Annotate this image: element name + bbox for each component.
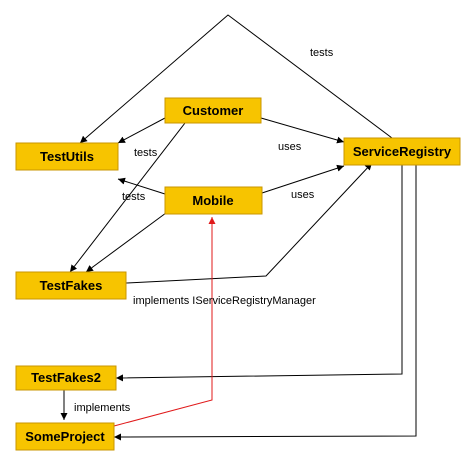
edge-serviceregistry-to-someproject xyxy=(113,165,417,441)
label-uses-customer: uses xyxy=(278,141,302,153)
node-testutils[interactable]: TestUtils xyxy=(15,142,119,171)
edge-testfakes-to-serviceregistry xyxy=(125,162,373,284)
node-someproject[interactable]: SomeProject xyxy=(15,422,115,451)
edge-serviceregistry-to-testfakes2 xyxy=(115,165,403,382)
edge-mobile-tests-testutils xyxy=(117,177,166,195)
node-customer-label: Customer xyxy=(183,103,244,118)
node-customer[interactable]: Customer xyxy=(164,97,262,124)
edge-mobile-tests-testfakes xyxy=(85,209,171,273)
label-uses-mobile: uses xyxy=(291,189,315,201)
node-testfakes[interactable]: TestFakes xyxy=(15,271,127,300)
node-testutils-label: TestUtils xyxy=(40,149,94,164)
node-mobile[interactable]: Mobile xyxy=(164,186,263,215)
edge-someproject-implements-mobile xyxy=(113,217,216,427)
edge-customer-uses-serviceregistry xyxy=(260,117,345,144)
node-serviceregistry-label: ServiceRegistry xyxy=(353,144,452,159)
label-tests-top: tests xyxy=(310,47,334,59)
edge-serviceregistry-tests-testutils xyxy=(79,14,393,144)
label-implements: implements xyxy=(74,402,131,414)
edge-customer-tests-testutils xyxy=(117,117,166,144)
node-testfakes2-label: TestFakes2 xyxy=(31,370,101,385)
node-someproject-label: SomeProject xyxy=(25,429,105,444)
label-tests-customer: tests xyxy=(134,147,158,159)
edge-mobile-uses-serviceregistry xyxy=(261,164,345,194)
node-serviceregistry[interactable]: ServiceRegistry xyxy=(343,137,461,166)
node-testfakes2[interactable]: TestFakes2 xyxy=(15,365,117,391)
node-mobile-label: Mobile xyxy=(192,193,233,208)
label-tests-mobile: tests xyxy=(122,191,146,203)
node-testfakes-label: TestFakes xyxy=(40,278,103,293)
label-implements-iserviceregistrymanager: implements IServiceRegistryManager xyxy=(133,295,316,307)
edge-customer-tests-testfakes xyxy=(69,122,186,273)
